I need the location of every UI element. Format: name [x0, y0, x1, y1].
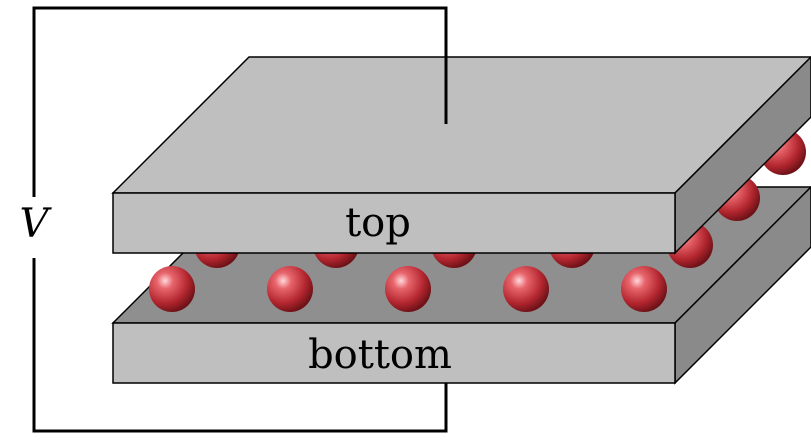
sphere — [149, 266, 195, 312]
sphere — [503, 266, 549, 312]
sphere — [621, 266, 667, 312]
top-plate-label: top — [345, 200, 411, 246]
voltage-label: V — [20, 201, 53, 247]
sphere — [267, 266, 313, 312]
sphere-row-front — [149, 266, 667, 312]
sphere — [385, 266, 431, 312]
bottom-plate-label: bottom — [308, 332, 452, 378]
circuit-wire-left-lower — [32, 258, 448, 433]
bottom-plate-front-face — [112, 322, 676, 384]
top-plate-front-face — [112, 192, 676, 254]
